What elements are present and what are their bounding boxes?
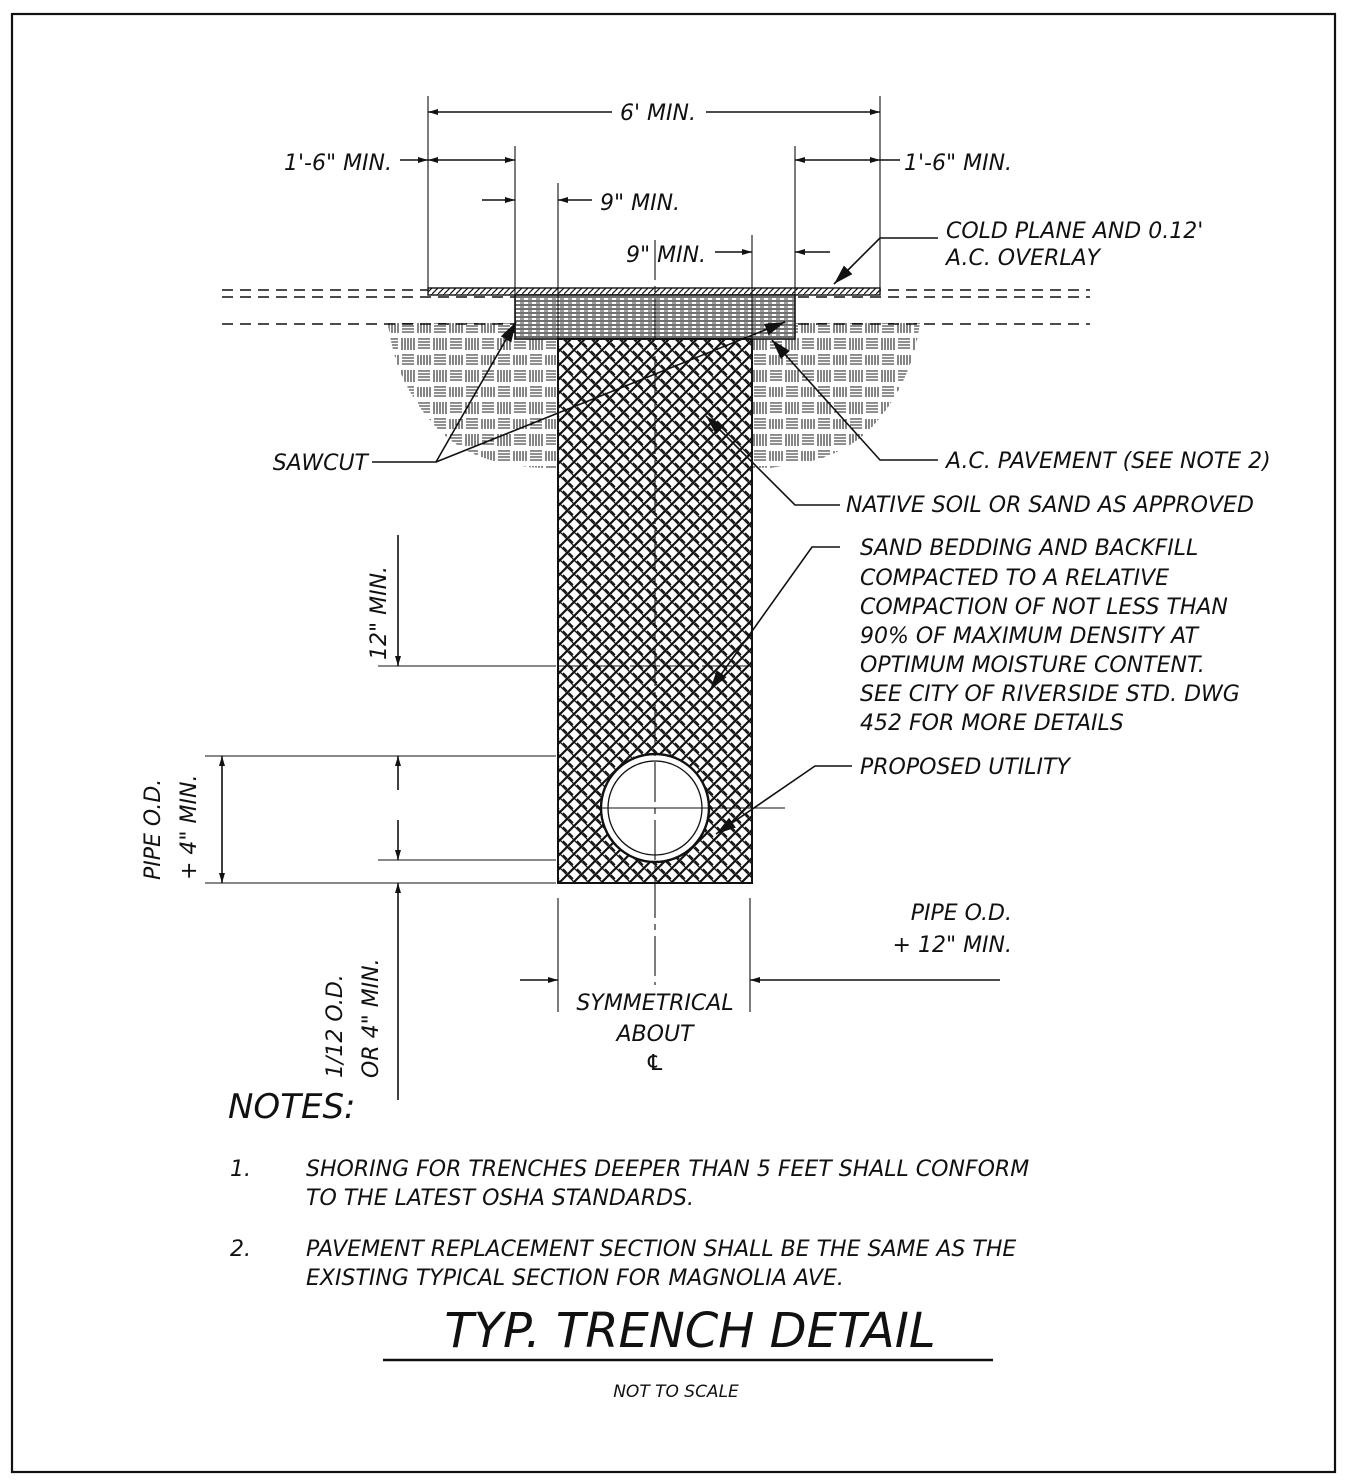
note-line: TO THE LATEST OSHA STANDARDS. (306, 1186, 694, 1211)
ac-overlay (427, 287, 881, 296)
left-dimensions (205, 535, 556, 1100)
note-1: 1. SHORING FOR TRENCHES DEEPER THAN 5 FE… (230, 1157, 1029, 1211)
callout-leaders (372, 237, 938, 835)
cover-label: 12" MIN. (367, 566, 392, 660)
overlay-callout-1: COLD PLANE AND 0.12' (946, 219, 1203, 244)
sheet-border (10, 12, 1337, 1474)
note-line: SHORING FOR TRENCHES DEEPER THAN 5 FEET … (306, 1157, 1029, 1182)
bottom-dimension (520, 898, 1000, 1012)
left-overcut-label: 1'-6" MIN. (284, 151, 392, 176)
note-2: 2. PAVEMENT REPLACEMENT SECTION SHALL BE… (230, 1237, 1016, 1291)
note-number: 1. (230, 1157, 251, 1182)
bedding-callout: SAND BEDDING AND BACKFILL COMPACTED TO A… (860, 536, 1240, 736)
native-soil-callout: NATIVE SOIL OR SAND AS APPROVED (846, 493, 1254, 518)
bedding-label-2: OR 4" MIN. (359, 958, 384, 1078)
bedding-note-line: 452 FOR MORE DETAILS (860, 711, 1124, 736)
trench-width-label-2: + 12" MIN. (893, 933, 1012, 958)
scale-note: NOT TO SCALE (613, 1382, 739, 1402)
bedding-note-line: SEE CITY OF RIVERSIDE STD. DWG (860, 682, 1240, 707)
note-line: EXISTING TYPICAL SECTION FOR MAGNOLIA AV… (306, 1266, 844, 1291)
bedding-note-line: SAND BEDDING AND BACKFILL (860, 536, 1198, 561)
notes-heading: NOTES: (228, 1087, 355, 1127)
sawcut-callout: SAWCUT (273, 451, 370, 476)
bedding-label-1: 1/12 O.D. (323, 974, 348, 1078)
left-clearance-label: 9" MIN. (600, 191, 680, 216)
utility-callout: PROPOSED UTILITY (860, 755, 1071, 780)
bedding-note-line: COMPACTED TO A RELATIVE (860, 566, 1169, 591)
right-overcut-label: 1'-6" MIN. (904, 151, 1012, 176)
right-clearance-label: 9" MIN. (626, 243, 706, 268)
bedding-note-line: COMPACTION OF NOT LESS THAN (860, 595, 1228, 620)
pipe-zone-label-1: PIPE O.D. (141, 779, 166, 880)
pipe-zone-label-2: + 4" MIN. (177, 775, 202, 880)
ac-pavement-callout: A.C. PAVEMENT (SEE NOTE 2) (944, 449, 1271, 474)
symmetry-label-2: ABOUT (615, 1022, 696, 1047)
note-line: PAVEMENT REPLACEMENT SECTION SHALL BE TH… (306, 1237, 1016, 1262)
note-number: 2. (230, 1237, 251, 1262)
top-dimensions (400, 96, 900, 339)
symmetry-label-1: SYMMETRICAL (576, 991, 733, 1016)
overlay-callout-2: A.C. OVERLAY (944, 246, 1102, 271)
total-width-label: 6' MIN. (620, 101, 696, 126)
bedding-note-line: 90% OF MAXIMUM DENSITY AT (860, 624, 1200, 649)
bedding-note-line: OPTIMUM MOISTURE CONTENT. (860, 653, 1205, 678)
drawing-title: TYP. TRENCH DETAIL (444, 1303, 935, 1359)
centerline-symbol: ℄ (645, 1051, 665, 1076)
proposed-utility-pipe (596, 752, 785, 864)
trench-width-label-1: PIPE O.D. (911, 901, 1012, 926)
